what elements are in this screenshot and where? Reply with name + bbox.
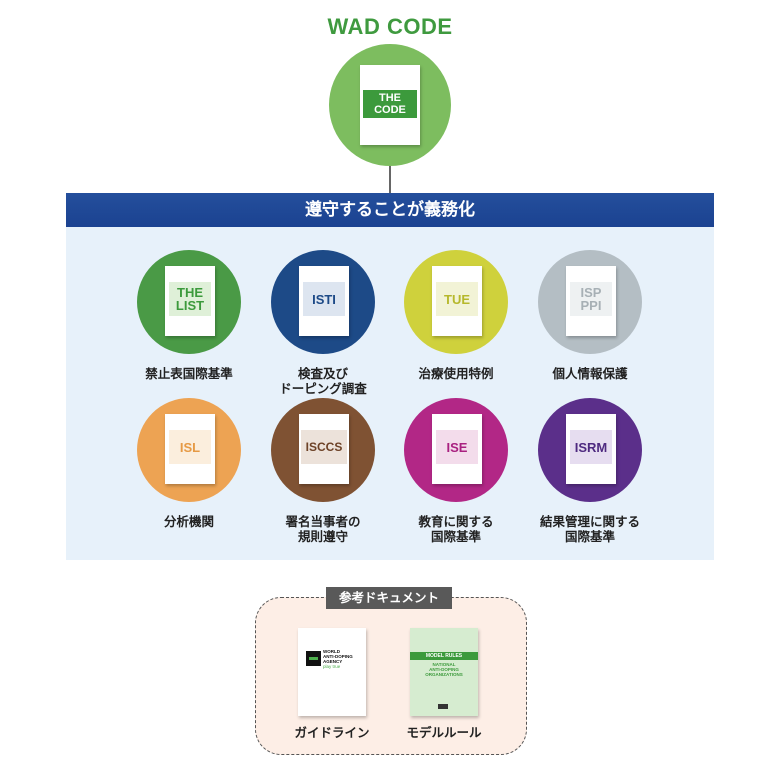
model-rules-subtitle: NATIONAL ANTI-DOPING ORGANIZATIONS [410,662,478,677]
reference-tag: 参考ドキュメント [326,587,452,609]
standard-circle: ISCCS [271,398,375,502]
guideline-caption: ガイドライン [294,725,370,740]
standard-caption-line1: 分析機関 [163,514,214,529]
standard-abbr-line2: LIST [175,298,205,313]
model-sub3: ORGANIZATIONS [425,672,463,677]
standard-label: ISTI [303,282,345,316]
standard-abbr-line1: ISTI [312,291,336,307]
wada-logo-text: WORLD ANTI-DOPING AGENCY play true [323,649,365,669]
logo-line3: AGENCY [323,659,343,664]
standard-caption-line1: 治療使用特例 [418,366,494,381]
standard-document-icon: THE LIST [165,266,215,336]
standard-document-icon: ISL [165,414,215,484]
standard-caption-line2: 国際基準 [430,529,481,544]
standard-abbr-line1: ISL [179,439,201,455]
standard-abbr-line1: ISE [446,439,468,455]
standard-caption-line1: 署名当事者の [285,514,361,529]
standard-label: THE LIST [169,282,211,316]
logo-line4: play true [323,664,341,669]
standard-abbr-line1: TUE [444,291,470,307]
standard-circle: TUE [404,250,508,354]
code-circle: THE CODE [329,44,451,166]
model-sub1: NATIONAL [432,662,456,667]
standard-document-icon: ISTI [299,266,349,336]
standard-caption-line1: 検査及び [297,366,348,381]
standard-document-icon: ISE [432,414,482,484]
standard-label: ISP PPI [570,282,612,316]
logo-line1: WORLD [323,649,340,654]
standard-caption: 個人情報保護 [520,366,660,381]
standard-label: ISL [169,430,211,464]
standard-label: ISE [436,430,478,464]
standard-caption-line1: 教育に関する [418,514,494,529]
standard-circle: ISRM [538,398,642,502]
standard-caption: 禁止表国際基準 [119,366,259,381]
standard-label: ISCCS [301,430,347,464]
model-rules-caption: モデルルール [406,725,482,740]
standard-caption-line1: 禁止表国際基準 [145,366,233,381]
standard-abbr-line2: PPI [580,298,602,313]
standard-document-icon: ISP PPI [566,266,616,336]
standard-caption: 教育に関する 国際基準 [386,514,526,544]
code-label: THE CODE [363,90,417,118]
standard-circle: THE LIST [137,250,241,354]
standard-caption-line2: 国際基準 [564,529,615,544]
standard-label: TUE [436,282,478,316]
model-logo-icon [438,704,448,709]
standard-caption: 分析機関 [119,514,259,529]
standard-caption: 結果管理に関する 国際基準 [520,514,660,544]
model-sub2: ANTI-DOPING [429,667,459,672]
standard-abbr-line1: ISRM [574,439,608,455]
standard-circle: ISE [404,398,508,502]
code-label-line2: CODE [374,104,406,116]
standard-caption: 治療使用特例 [386,366,526,381]
standard-document-icon: ISRM [566,414,616,484]
standard-caption: 署名当事者の 規則遵守 [253,514,393,544]
standard-caption-line1: 結果管理に関する [539,514,640,529]
guideline-document-icon: WORLD ANTI-DOPING AGENCY play true [298,628,366,716]
model-rules-document-icon: MODEL RULES NATIONAL ANTI-DOPING ORGANIZ… [410,628,478,716]
mandatory-banner: 遵守することが義務化 [66,193,714,227]
code-label-line1: THE [379,92,401,104]
wad-code-title: WAD CODE [327,14,453,39]
connector-line [389,166,391,193]
standard-abbr-line1: ISP [580,285,602,300]
standard-circle: ISTI [271,250,375,354]
standard-caption-line2: 規則遵守 [297,529,348,544]
standard-document-icon: TUE [432,266,482,336]
standard-abbr-line1: THE [177,285,203,300]
standard-circle: ISL [137,398,241,502]
standard-caption-line2: ドーピング調査 [279,381,367,396]
standard-caption-line1: 個人情報保護 [552,366,628,381]
standard-abbr-line1: ISCCS [305,439,343,454]
standard-document-icon: ISCCS [299,414,349,484]
model-doc-background [410,628,478,716]
standard-caption: 検査及び ドーピング調査 [253,366,393,396]
logo-line2: ANTI-DOPING [323,654,353,659]
wada-logo-icon [306,651,321,666]
standard-label: ISRM [570,430,612,464]
model-rules-header: MODEL RULES [410,652,478,660]
code-document-icon: THE CODE [360,65,420,145]
standard-circle: ISP PPI [538,250,642,354]
